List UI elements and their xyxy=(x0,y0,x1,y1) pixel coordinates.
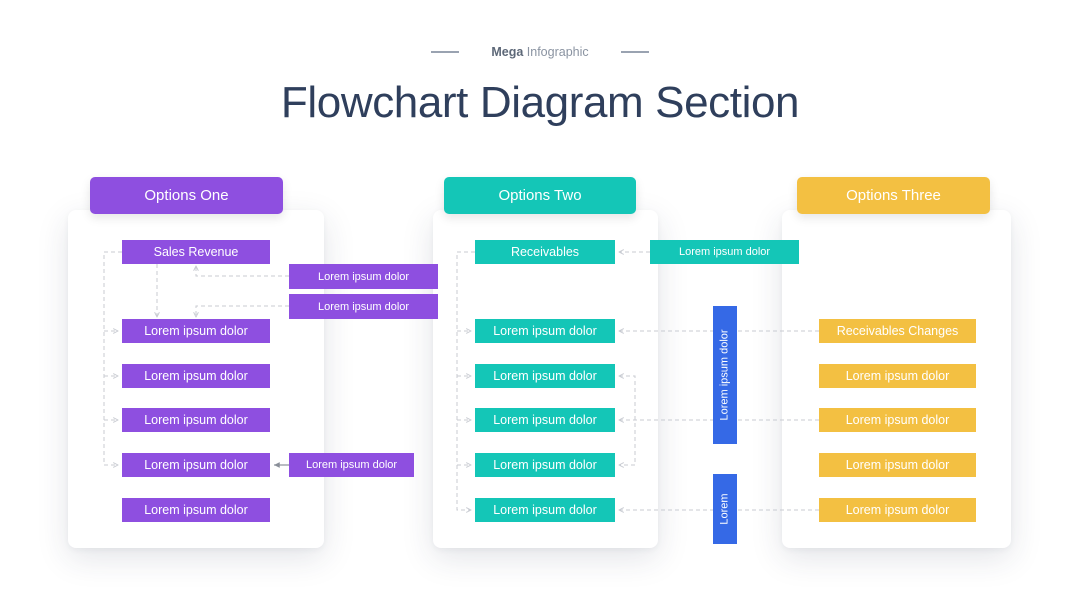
subtitle-line-left xyxy=(431,51,460,53)
header-options-one: Options One xyxy=(90,177,283,214)
col2-item-5: Lorem ipsum dolor xyxy=(475,453,615,477)
col3-item-4: Lorem ipsum dolor xyxy=(819,453,976,477)
col2-item-6: Lorem ipsum dolor xyxy=(475,498,615,522)
col1-item-sales-revenue: Sales Revenue xyxy=(122,240,270,264)
col1-side-item-1: Lorem ipsum dolor xyxy=(289,264,438,289)
col1-item-5: Lorem ipsum dolor xyxy=(122,453,270,477)
col3-item-5: Lorem ipsum dolor xyxy=(819,498,976,522)
vertical-bar-2-label: Lorem xyxy=(719,493,731,525)
col3-item-2: Lorem ipsum dolor xyxy=(819,364,976,388)
col1-item-3: Lorem ipsum dolor xyxy=(122,364,270,388)
subtitle-line-right xyxy=(620,51,649,53)
col3-item-receivables-changes: Receivables Changes xyxy=(819,319,976,343)
col3-item-3: Lorem ipsum dolor xyxy=(819,408,976,432)
col1-side-item-2: Lorem ipsum dolor xyxy=(289,294,438,319)
subtitle-row: Mega Infographic xyxy=(0,42,1080,62)
col2-item-3: Lorem ipsum dolor xyxy=(475,364,615,388)
col2-item-4: Lorem ipsum dolor xyxy=(475,408,615,432)
col2-item-receivables: Receivables xyxy=(475,240,615,264)
vertical-bar-1: Lorem ipsum dolor xyxy=(713,306,737,444)
col1-item-6: Lorem ipsum dolor xyxy=(122,498,270,522)
col1-item-4: Lorem ipsum dolor xyxy=(122,408,270,432)
col2-side-item: Lorem ipsum dolor xyxy=(650,240,799,264)
subtitle-bold: Mega xyxy=(491,45,524,59)
subtitle: Mega Infographic xyxy=(491,45,588,59)
header-options-two: Options Two xyxy=(444,177,636,214)
vertical-bar-2: Lorem xyxy=(713,474,737,544)
page-title: Flowchart Diagram Section xyxy=(280,78,800,127)
header-options-three: Options Three xyxy=(797,177,990,214)
vertical-bar-1-label: Lorem ipsum dolor xyxy=(719,329,731,421)
col2-item-2: Lorem ipsum dolor xyxy=(475,319,615,343)
subtitle-rest: Infographic xyxy=(526,45,589,59)
col1-item-2: Lorem ipsum dolor xyxy=(122,319,270,343)
col1-side-item-3: Lorem ipsum dolor xyxy=(289,453,414,477)
